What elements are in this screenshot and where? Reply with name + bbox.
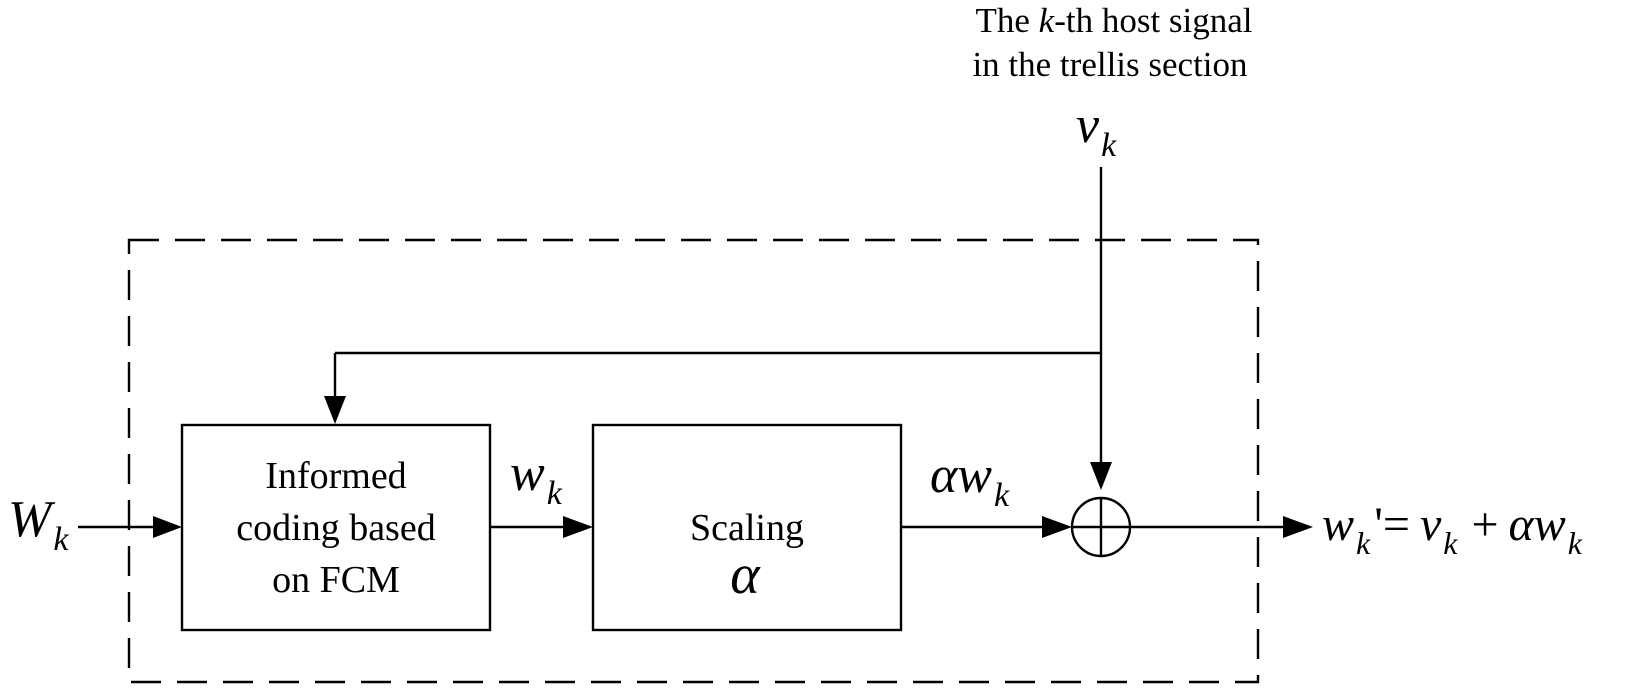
coding-block-line3: on FCM xyxy=(272,559,400,601)
output-equation: wk'=vk+αwk xyxy=(1322,498,1583,561)
feedback-arrowhead xyxy=(324,396,346,424)
adder-symbol xyxy=(1070,496,1132,558)
scaling-block-symbol: α xyxy=(730,544,761,606)
scaled-signal-arrowhead xyxy=(1042,516,1072,538)
input-signal-label: Wk xyxy=(8,491,69,558)
informed-coding-block xyxy=(180,423,492,632)
adder-input-arrowhead xyxy=(1090,462,1112,490)
coded-signal-arrowhead xyxy=(563,516,593,538)
host-signal-label: vk xyxy=(1076,97,1117,164)
input-arrowhead xyxy=(153,516,182,538)
coding-block-line1: Informed xyxy=(265,455,406,497)
coding-block-line2: coding based xyxy=(236,507,435,549)
host-signal-caption-line1: The k-th host signal xyxy=(975,1,1252,40)
scaling-block-label: Scaling xyxy=(690,507,804,549)
embedding-enclosure xyxy=(127,238,1260,684)
host-signal-caption-line2: in the trellis section xyxy=(972,45,1247,84)
scaled-signal-label: αwk xyxy=(930,447,1010,514)
scaling-block xyxy=(591,423,903,632)
output-arrowhead xyxy=(1283,516,1313,538)
coded-signal-label: wk xyxy=(510,445,563,512)
